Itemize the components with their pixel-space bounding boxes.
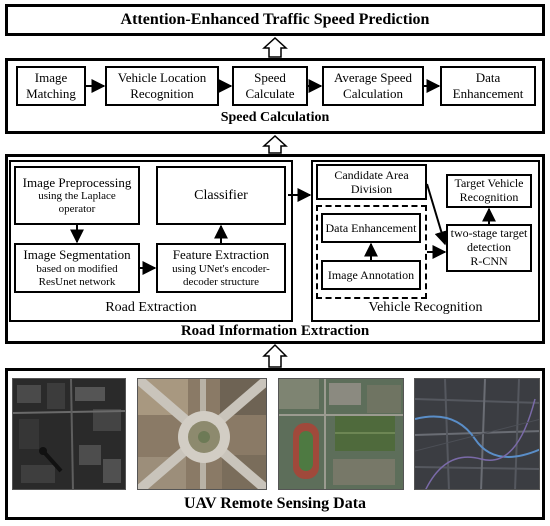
arrow-candidate-to-detection [426,183,449,246]
image-preprocessing-box: Image Preprocessing using the Laplace op… [14,166,140,225]
diagram-title: Attention-Enhanced Traffic Speed Predict… [120,11,430,28]
hollow-arrow-up-3 [262,343,288,368]
speed-calculation-label: Speed Calculation [220,110,330,125]
image-segmentation-box: Image Segmentation based on modified Res… [14,243,140,293]
image-annotation-box: Image Annotation [321,260,421,290]
classifier-box: Classifier [156,166,286,225]
vehicle-recognition-label: Vehicle Recognition [368,300,483,315]
feature-extraction-box: Feature Extraction using UNet's encoder-… [156,243,286,293]
title-box: Attention-Enhanced Traffic Speed Predict… [5,4,545,36]
road-extraction-label: Road Extraction [105,300,197,315]
data-enhancement-box: Data Enhancement [321,213,421,243]
stadium-aerial-image [278,378,404,490]
hollow-arrow-up-1 [262,36,288,58]
road-network-map-image [414,378,540,490]
data-preparation-dashed-group [316,205,427,299]
hollow-arrow-up-2 [262,134,288,154]
dark-satellite-image [12,378,126,490]
road-information-extraction-label: Road Information Extraction [180,323,370,339]
uav-remote-sensing-data-label: UAV Remote Sensing Data [183,495,367,512]
roundabout-aerial-image [137,378,267,490]
